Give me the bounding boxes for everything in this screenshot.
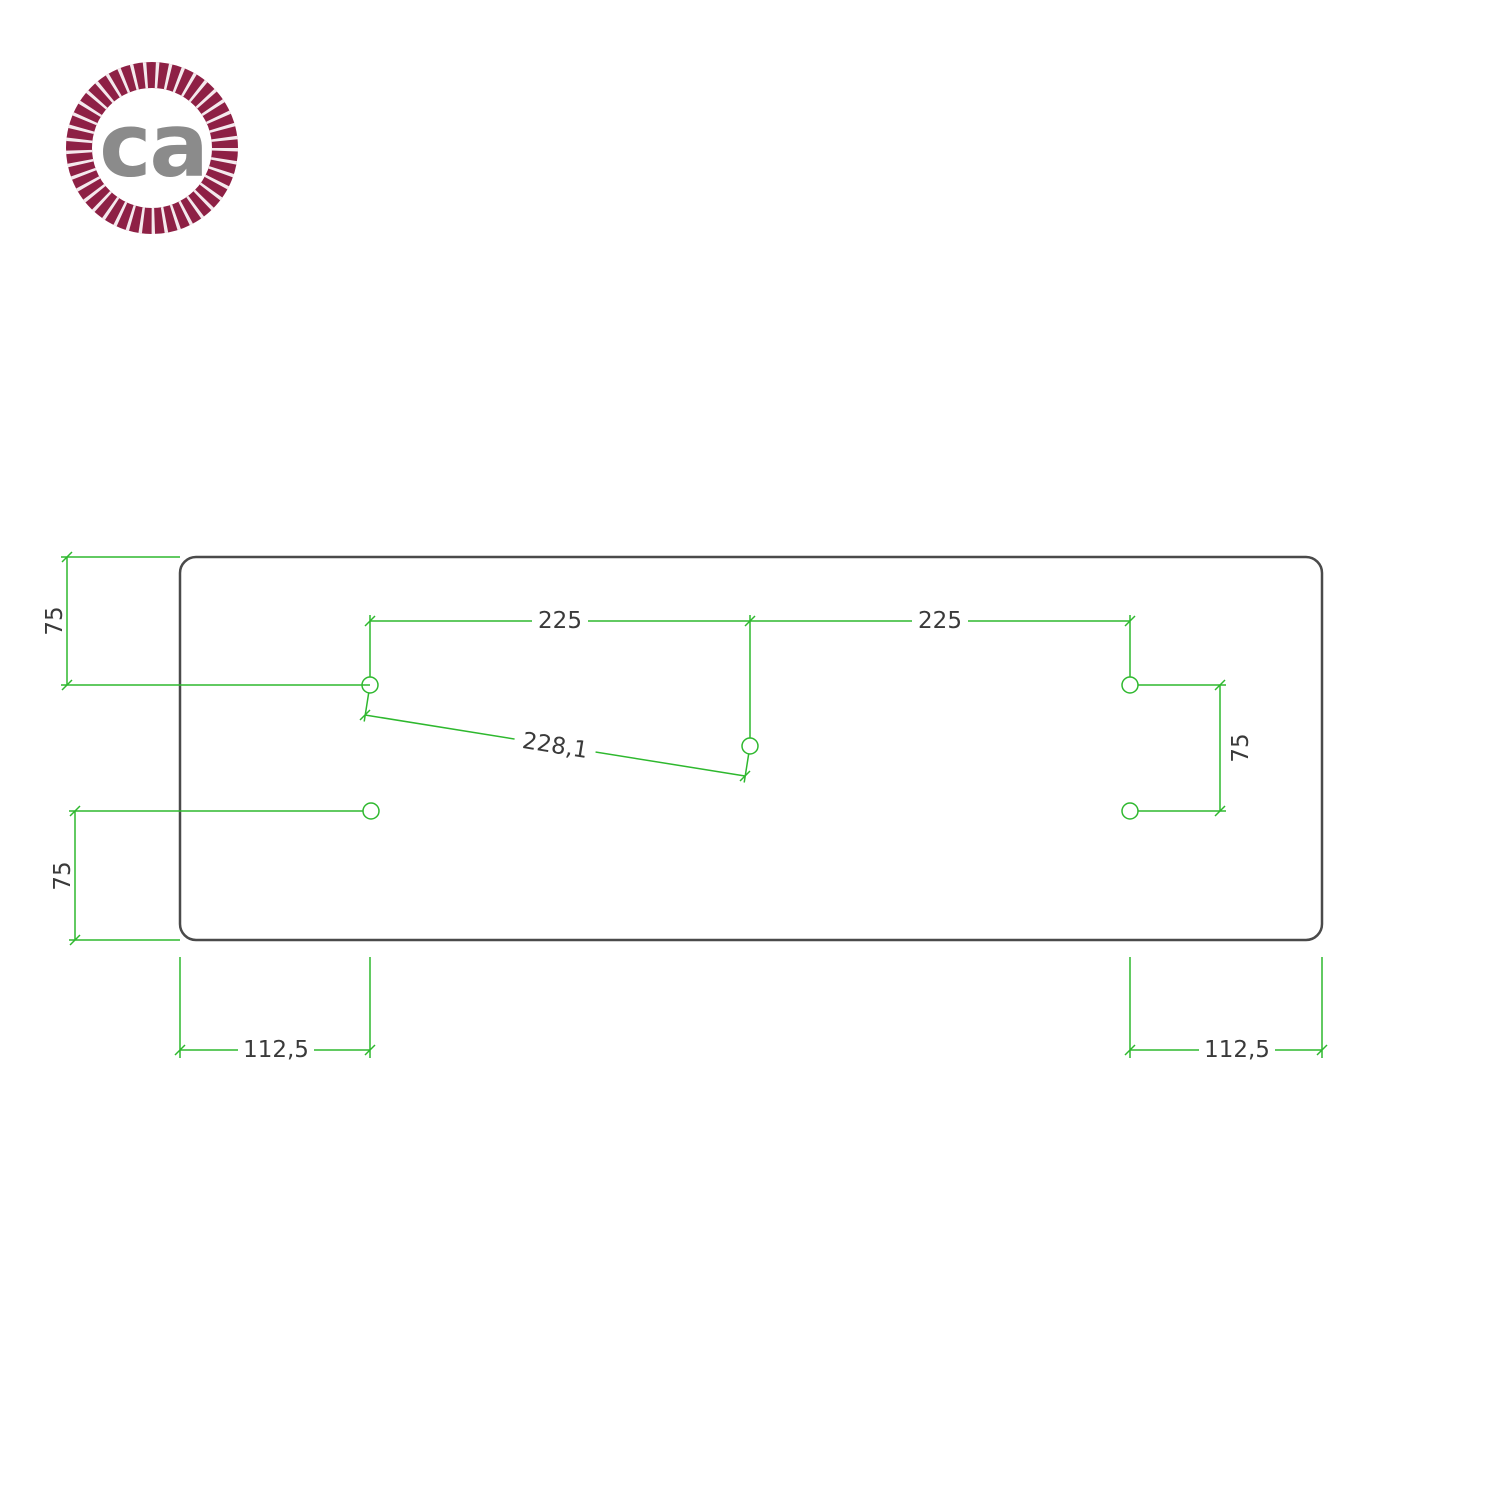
tick-mark bbox=[69, 805, 81, 817]
dimension-value: 112,5 bbox=[243, 1037, 309, 1063]
dim-label-112-right: 112,5 bbox=[1199, 1037, 1275, 1063]
tick-mark bbox=[1124, 1044, 1136, 1056]
tick-mark bbox=[739, 770, 751, 782]
tick-mark bbox=[744, 615, 756, 627]
label-backing bbox=[238, 1037, 314, 1063]
dim-right-vertical bbox=[1138, 679, 1226, 817]
tick-mark bbox=[1214, 805, 1226, 817]
label-backing bbox=[512, 726, 598, 766]
label-backing bbox=[532, 608, 588, 634]
dim-bottom-left-vertical bbox=[69, 805, 363, 946]
dim-label-225-right: 225 bbox=[912, 608, 968, 634]
hole-bottom-left bbox=[362, 802, 380, 820]
tick-mark bbox=[1124, 615, 1136, 627]
tick-mark bbox=[69, 934, 81, 946]
dim-label-75-bottom-left: 75 bbox=[50, 861, 76, 890]
tick-mark bbox=[364, 1044, 376, 1056]
dimension-value: 225 bbox=[538, 608, 582, 634]
dim-label-112-left: 112,5 bbox=[238, 1037, 314, 1063]
dim-label-225-left: 225 bbox=[532, 608, 588, 634]
dim-label-75-top-left: 75 bbox=[42, 606, 68, 635]
tick-mark bbox=[1214, 679, 1226, 691]
tick-mark bbox=[61, 679, 73, 691]
dimension-value: 225 bbox=[918, 608, 962, 634]
label-backing bbox=[1199, 1037, 1275, 1063]
hole-top-right bbox=[1121, 676, 1139, 694]
logo-text: ca bbox=[99, 94, 207, 197]
tick-mark bbox=[61, 551, 73, 563]
tick-mark bbox=[1316, 1044, 1328, 1056]
hole-center bbox=[741, 737, 759, 755]
tick-mark bbox=[364, 615, 376, 627]
logo-rope-twist-icon bbox=[66, 62, 238, 234]
dimension-labels-group: 225 225 228,1 75 75 75 112,5 112,5 bbox=[42, 606, 1275, 1063]
tick-mark bbox=[174, 1044, 186, 1056]
label-backing bbox=[912, 608, 968, 634]
dim-label-75-right: 75 bbox=[1228, 733, 1254, 762]
brand-logo: ca bbox=[66, 62, 238, 234]
dim-top-left-vertical bbox=[61, 551, 370, 691]
extension-line bbox=[363, 692, 370, 722]
dimension-value: 112,5 bbox=[1204, 1037, 1270, 1063]
extension-line bbox=[743, 753, 750, 783]
tick-mark bbox=[359, 709, 371, 721]
hole-bottom-right bbox=[1121, 802, 1139, 820]
